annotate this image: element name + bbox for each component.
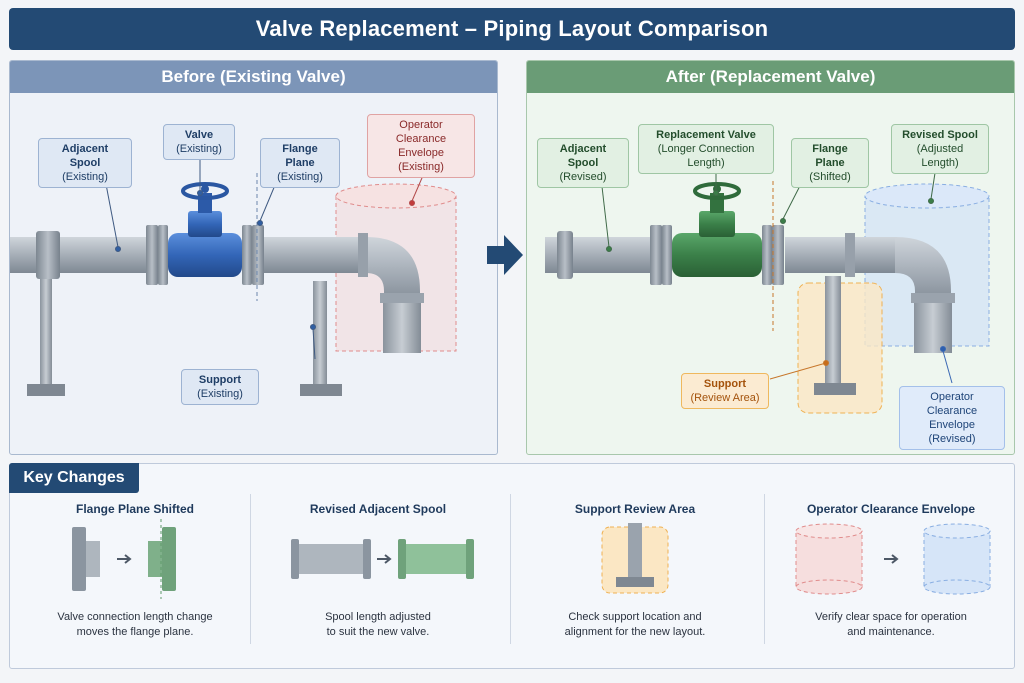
callout-title: Valve xyxy=(184,129,214,141)
after-piping-drawing xyxy=(545,158,990,414)
key-item-desc-line1: Spool length adjusted xyxy=(325,611,431,623)
callout-support-review-area: Support (Review Area) xyxy=(681,373,769,409)
support-existing xyxy=(300,281,342,396)
callout-valve-existing: Valve (Existing) xyxy=(163,124,235,160)
callout-title: Replacement Valve xyxy=(656,129,756,141)
callout-replacement-valve: Replacement Valve (Longer Connection Len… xyxy=(638,124,774,174)
flange-shift-icon xyxy=(72,519,176,599)
callout-clearance-existing: Operator Clearance Envelope (Existing) xyxy=(367,114,475,178)
key-item-description: Verify clear space for operation and mai… xyxy=(766,610,1016,640)
callout-title: Flange Plane xyxy=(812,143,848,169)
divider xyxy=(250,494,251,644)
support-left xyxy=(27,271,65,396)
flange-right-existing xyxy=(242,225,264,285)
callout-title: Flange Plane xyxy=(282,143,318,169)
before-piping-drawing xyxy=(10,158,457,396)
key-item-support-review-area: Support Review Area Check support locati… xyxy=(510,464,760,670)
callout-title: Adjacent Spool xyxy=(559,143,607,169)
callout-title: Revised Spool xyxy=(902,129,978,141)
callout-sub: (Longer Connection Length) xyxy=(657,143,755,169)
divider xyxy=(764,494,765,644)
divider xyxy=(510,494,511,644)
callout-adjacent-spool-existing: Adjacent Spool (Existing) xyxy=(38,138,132,188)
key-item-desc-line2: moves the flange plane. xyxy=(76,626,194,638)
before-panel-header: Before (Existing Valve) xyxy=(10,61,497,93)
callout-sub: (Review Area) xyxy=(690,392,760,404)
after-panel: After (Replacement Valve) xyxy=(526,60,1015,455)
callout-title2: Clearance Envelope xyxy=(926,405,978,431)
callout-title: Support xyxy=(198,374,242,386)
key-changes-title: Key Changes xyxy=(9,463,139,493)
page-title: Valve Replacement – Piping Layout Compar… xyxy=(9,8,1015,50)
callout-sub: (Adjusted Length) xyxy=(916,143,964,169)
before-panel: Before (Existing Valve) xyxy=(9,60,498,455)
key-item-title: Flange Plane Shifted xyxy=(75,502,195,516)
flange-left-revised xyxy=(650,225,672,285)
key-item-title: Operator Clearance Envelope xyxy=(806,502,976,516)
callout-sub: (Existing) xyxy=(62,171,108,183)
callout-sub: (Existing) xyxy=(398,161,444,173)
key-item-operator-clearance-envelope: Operator Clearance Envelope Verify clear… xyxy=(766,464,1016,670)
key-item-desc-line2: to suit the new valve. xyxy=(326,626,430,638)
callout-flange-plane-existing: Flange Plane (Existing) xyxy=(260,138,340,188)
key-item-title: Support Review Area xyxy=(574,502,696,516)
callout-title2: Clearance Envelope xyxy=(395,133,447,159)
callout-sub: (Revised) xyxy=(559,171,607,183)
flange-left-existing xyxy=(146,225,168,285)
support-review-icon xyxy=(601,523,669,594)
key-item-desc-line1: Valve connection length change xyxy=(57,611,213,623)
callout-support-existing: Support (Existing) xyxy=(181,369,259,405)
key-item-description: Valve connection length change moves the… xyxy=(10,610,260,640)
key-item-title: Revised Adjacent Spool xyxy=(309,502,447,516)
key-changes-panel: Key Changes Flange Plane Shifted Valve c… xyxy=(9,463,1015,669)
callout-sub: (Existing) xyxy=(176,143,222,155)
valve-existing xyxy=(168,182,242,277)
callout-title: Adjacent Spool xyxy=(61,143,109,169)
callout-title: Support xyxy=(703,378,747,390)
support-review-area xyxy=(797,276,883,414)
callout-clearance-revised: Operator Clearance Envelope (Revised) xyxy=(899,386,1005,450)
callout-title: Operator xyxy=(930,391,974,403)
callout-sub: (Existing) xyxy=(277,171,323,183)
arrow-right-icon xyxy=(487,235,523,275)
callout-sub: (Shifted) xyxy=(809,171,851,183)
clearance-envelope-icon xyxy=(795,523,991,595)
key-item-description: Check support location and alignment for… xyxy=(510,610,760,640)
callout-adjacent-spool-revised: Adjacent Spool (Revised) xyxy=(537,138,629,188)
callout-sub: (Revised) xyxy=(928,433,976,445)
callout-revised-spool: Revised Spool (Adjusted Length) xyxy=(891,124,989,174)
flange-right-revised xyxy=(762,225,784,285)
key-item-description: Spool length adjusted to suit the new va… xyxy=(253,610,503,640)
after-panel-header: After (Replacement Valve) xyxy=(527,61,1014,93)
key-item-flange-plane-shifted: Flange Plane Shifted Valve connection le… xyxy=(10,464,260,670)
spool-revision-icon xyxy=(291,539,474,579)
key-item-desc-line2: and maintenance. xyxy=(847,626,935,638)
key-item-desc-line1: Verify clear space for operation xyxy=(815,611,967,623)
key-item-desc-line1: Check support location and xyxy=(568,611,702,623)
callout-flange-plane-shifted: Flange Plane (Shifted) xyxy=(791,138,869,188)
key-item-desc-line2: alignment for the new layout. xyxy=(564,626,706,638)
replacement-valve xyxy=(672,182,762,277)
key-item-revised-adjacent-spool: Revised Adjacent Spool Spool length adju… xyxy=(253,464,503,670)
callout-title: Operator xyxy=(399,119,443,131)
callout-sub: (Existing) xyxy=(197,388,243,400)
